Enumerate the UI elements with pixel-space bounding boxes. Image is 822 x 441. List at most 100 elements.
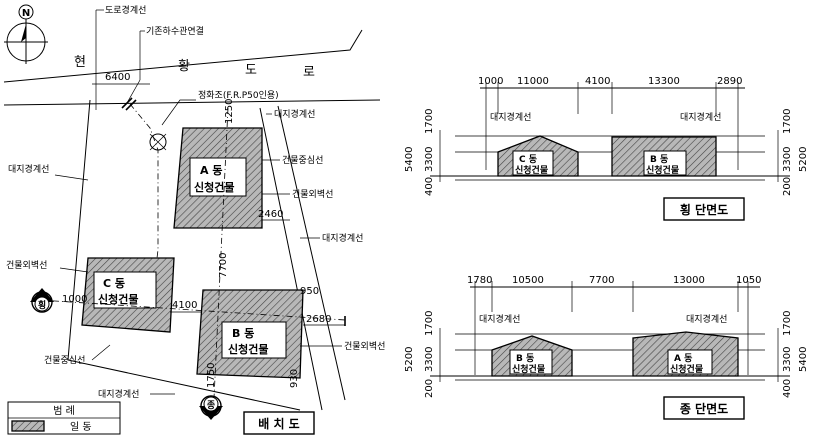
bldg-outer-wall-callout-3: 건물외벽선 — [300, 340, 385, 352]
long-bldg-right-use: 신청건물 — [670, 363, 703, 375]
long-building-left: B 동 신청건물 — [491, 335, 573, 377]
long-dim-4: 13000 — [673, 275, 705, 286]
long-left-dim-3: 200 — [424, 379, 435, 398]
dim-4100: 4100 — [172, 300, 197, 311]
long-section-cut-line — [213, 107, 229, 399]
cross-section-title: 횡 단면도 — [663, 197, 745, 221]
bldg-outer-wall-label-3: 건물외벽선 — [344, 340, 385, 352]
cross-bldg-left-use: 신청건물 — [515, 164, 548, 176]
site-plan: N 현 황 도 로 도로경계선 기존하수관연결 — [3, 4, 385, 435]
cross-right-dim-3: 200 — [782, 177, 793, 196]
dim-2680: 2680 — [306, 314, 331, 325]
long-building-right: A 동 신청건물 — [632, 331, 739, 377]
building-c-use: 신청건물 — [98, 292, 138, 306]
bldg-center-line-callout-1: 건물중심선 — [262, 155, 323, 166]
cross-bldg-left-name: C 동 — [519, 154, 537, 165]
cross-boundary-right: 대지경계선 — [680, 111, 721, 123]
cross-dim-5: 2890 — [717, 76, 742, 87]
north-arrow: N — [4, 4, 48, 64]
site-boundary-label-2: 대지경계선 — [8, 163, 49, 175]
road-boundary-label: 도로경계선 — [105, 4, 146, 16]
building-c-name: C 동 — [103, 277, 125, 290]
sewer-label: 기존하수관연결 — [146, 26, 204, 37]
building-b-name: B 동 — [232, 327, 254, 340]
cross-right-dim-1: 1700 — [782, 109, 793, 134]
building-a-name: A 동 — [200, 164, 222, 177]
cross-boundary-left: 대지경계선 — [490, 111, 531, 123]
cross-left-dim-3: 400 — [424, 177, 435, 196]
long-dim-2: 10500 — [512, 275, 544, 286]
cross-right-dim-2: 3300 — [782, 147, 793, 172]
dim-1000: 1000 — [62, 294, 87, 305]
bldg-center-line-callout-2: 건물중심선 — [44, 344, 111, 366]
long-left-dim-2: 3300 — [424, 347, 435, 372]
dim-2460: 2460 — [258, 209, 283, 220]
dim-1750: 1750 — [206, 363, 217, 388]
legend-swatch — [11, 420, 45, 432]
bldg-outer-wall-callout-2: 건물외벽선 — [6, 259, 89, 273]
road-char-1: 현 — [74, 55, 88, 70]
long-section-marker: 종 — [199, 395, 223, 420]
site-plan-title-text: 배 치 도 — [258, 416, 299, 431]
long-right-dim-2: 3300 — [782, 347, 793, 372]
long-dim-5: 1050 — [736, 275, 761, 286]
long-section-title: 종 단면도 — [663, 396, 745, 420]
legend-item: 일 동 — [70, 421, 92, 433]
long-bldg-right-name: A 동 — [674, 353, 692, 364]
site-boundary-callout-2: 대지경계선 — [8, 163, 89, 181]
long-boundary-left: 대지경계선 — [479, 313, 520, 325]
building-a: A 동 신청건물 — [173, 127, 263, 229]
site-boundary-callout-1: 대지경계선 — [266, 108, 315, 120]
legend-header: 범 례 — [53, 405, 75, 417]
north-label: N — [22, 8, 30, 19]
cross-dim-3: 4100 — [585, 76, 610, 87]
bldg-center-line-label-1: 건물중심선 — [282, 155, 323, 166]
cross-section: 1000 11000 4100 13300 2890 대지경계선 대지경계선 1… — [404, 76, 809, 221]
cross-right-total: 5200 — [798, 147, 809, 172]
long-dim-1: 1780 — [467, 275, 492, 286]
site-plan-title: 배 치 도 — [243, 411, 315, 435]
cross-building-left: C 동 신청건물 — [497, 135, 579, 177]
bldg-outer-wall-callout-1: 건물외벽선 — [262, 188, 333, 200]
long-bldg-left-name: B 동 — [516, 353, 534, 364]
cross-section-title-text: 횡 단면도 — [680, 202, 728, 217]
cross-dim-2: 11000 — [517, 76, 549, 87]
road: 현 황 도 로 — [3, 29, 381, 106]
cross-section-marker-label: 횡 — [38, 299, 46, 311]
long-section-marker-label: 종 — [207, 400, 215, 411]
dim-1250: 1250 — [224, 99, 235, 124]
cross-bldg-right-name: B 동 — [650, 154, 668, 165]
site-boundary-label-4: 대지경계선 — [98, 388, 139, 400]
long-right-total: 5400 — [798, 347, 809, 372]
sewer-pipe-line — [129, 103, 159, 331]
site-boundary-label-3: 대지경계선 — [322, 232, 363, 244]
long-right-dim-1: 1700 — [782, 311, 793, 336]
dim-7700: 7700 — [218, 253, 229, 278]
cross-dim-4: 13300 — [648, 76, 680, 87]
bldg-center-line-label-2: 건물중심선 — [44, 355, 85, 366]
cross-section-cut-line — [39, 299, 346, 321]
site-boundary-callout-3: 대지경계선 — [300, 232, 363, 244]
site-boundary-label-1: 대지경계선 — [274, 108, 315, 120]
cross-dim-1: 1000 — [478, 76, 503, 87]
cross-left-dim-2: 3300 — [424, 147, 435, 172]
site-boundary-callout-4: 대지경계선 — [98, 388, 175, 400]
road-char-2: 황 — [178, 59, 192, 74]
septic-label: 정화조(F.R.P50인용) — [198, 90, 279, 101]
bldg-outer-wall-label-2: 건물외벽선 — [6, 259, 47, 271]
dim-950: 950 — [300, 286, 319, 297]
long-boundary-right: 대지경계선 — [686, 313, 727, 325]
cross-bldg-right-use: 신청건물 — [646, 164, 679, 176]
cross-section-marker: 횡 — [30, 288, 54, 313]
long-right-dim-3: 400 — [782, 379, 793, 398]
long-left-dim-1: 1700 — [424, 311, 435, 336]
road-char-3: 도 — [245, 63, 259, 78]
legend: 범 례 일 동 — [7, 401, 121, 435]
dim-930: 930 — [289, 369, 300, 388]
long-section: 1780 10500 7700 13000 1050 대지경계선 대지경계선 1… — [404, 275, 809, 420]
cross-left-total: 5400 — [404, 147, 415, 172]
long-section-title-text: 종 단면도 — [680, 401, 728, 416]
road-boundary-callout: 도로경계선 — [95, 4, 146, 110]
long-left-total: 5200 — [404, 347, 415, 372]
